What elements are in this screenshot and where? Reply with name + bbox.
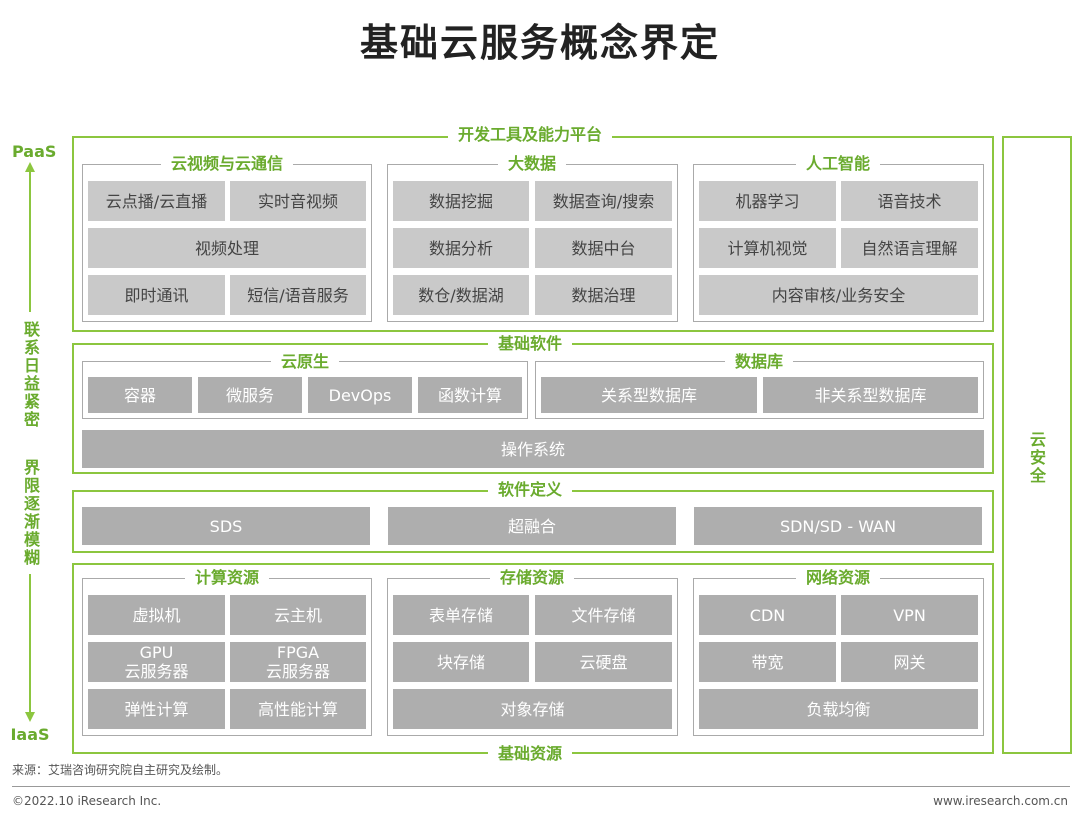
- tile-cloud-host: 云主机: [230, 595, 366, 635]
- tile-nosql-db: 非关系型数据库: [763, 377, 978, 413]
- tile-devops: DevOps: [308, 377, 412, 413]
- tile-bandwidth: 带宽: [699, 642, 836, 682]
- compute-group-label: 计算资源: [184, 568, 270, 588]
- website: www.iresearch.com.cn: [933, 794, 1068, 808]
- tile-table-storage: 表单存储: [393, 595, 529, 635]
- tile-hpc: 高性能计算: [230, 689, 366, 729]
- paas-axis-label: PaaS: [12, 142, 57, 161]
- tile-sdn-sdwan: SDN/SD - WAN: [694, 507, 982, 545]
- tile-cdn: CDN: [699, 595, 836, 635]
- tile-vod-live: 云点播/云直播: [88, 181, 225, 221]
- network-group-label: 网络资源: [795, 568, 881, 588]
- video-group-label: 云视频与云通信: [160, 154, 294, 174]
- axis-arrow-icon: [25, 162, 35, 722]
- tile-microservice: 微服务: [198, 377, 302, 413]
- tile-load-balancer: 负载均衡: [699, 689, 978, 729]
- storage-group-label: 存储资源: [489, 568, 575, 588]
- tile-container: 容器: [88, 377, 192, 413]
- bigdata-group-label: 大数据: [497, 154, 567, 174]
- tile-sds: SDS: [82, 507, 370, 545]
- software-label: 基础软件: [487, 334, 573, 354]
- tile-data-mining: 数据挖掘: [393, 181, 529, 221]
- iaas-label: 基础资源: [487, 744, 573, 764]
- tile-function-compute: 函数计算: [418, 377, 522, 413]
- tile-machine-learning: 机器学习: [699, 181, 836, 221]
- tile-im: 即时通讯: [88, 275, 225, 315]
- tile-gpu-server: GPU 云服务器: [88, 642, 225, 682]
- axis-text-blurring: 界限逐渐模糊: [21, 459, 40, 567]
- tile-block-storage: 块存储: [393, 642, 529, 682]
- tile-video-processing: 视频处理: [88, 228, 366, 268]
- tile-data-middle: 数据中台: [535, 228, 672, 268]
- tile-cloud-disk: 云硬盘: [535, 642, 672, 682]
- tile-file-storage: 文件存储: [535, 595, 672, 635]
- tile-content-moderation: 内容审核/业务安全: [699, 275, 978, 315]
- tile-sms-voice: 短信/语音服务: [230, 275, 366, 315]
- tile-vm: 虚拟机: [88, 595, 225, 635]
- axis-text-closer: 联系日益紧密: [21, 321, 40, 429]
- cloud-native-label: 云原生: [270, 352, 340, 372]
- tile-warehouse-lake: 数仓/数据湖: [393, 275, 529, 315]
- iaas-axis-label: IaaS: [10, 725, 50, 744]
- tile-speech: 语音技术: [841, 181, 978, 221]
- page-title: 基础云服务概念界定: [359, 21, 720, 65]
- tile-data-analysis: 数据分析: [393, 228, 529, 268]
- tile-elastic-compute: 弹性计算: [88, 689, 225, 729]
- tile-rtc: 实时音视频: [230, 181, 366, 221]
- footer-divider: [12, 786, 1070, 787]
- tile-data-query: 数据查询/搜索: [535, 181, 672, 221]
- sdx-label: 软件定义: [487, 480, 573, 500]
- tile-gateway: 网关: [841, 642, 978, 682]
- tile-vpn: VPN: [841, 595, 978, 635]
- ai-group-label: 人工智能: [795, 154, 881, 174]
- tile-computer-vision: 计算机视觉: [699, 228, 836, 268]
- tile-object-storage: 对象存储: [393, 689, 672, 729]
- tile-nlu: 自然语言理解: [841, 228, 978, 268]
- tile-fpga-server: FPGA 云服务器: [230, 642, 366, 682]
- tile-operating-system: 操作系统: [82, 430, 984, 468]
- tile-relational-db: 关系型数据库: [541, 377, 757, 413]
- tile-hci: 超融合: [388, 507, 676, 545]
- copyright: ©2022.10 iResearch Inc.: [12, 794, 162, 808]
- source-note: 来源：艾瑞咨询研究院自主研究及绘制。: [12, 763, 229, 777]
- tile-data-governance: 数据治理: [535, 275, 672, 315]
- cloud-security-column: [1002, 136, 1072, 754]
- cloud-security-label: 云安全: [1027, 431, 1046, 485]
- database-label: 数据库: [724, 352, 794, 372]
- paas-label: 开发工具及能力平台: [447, 125, 613, 145]
